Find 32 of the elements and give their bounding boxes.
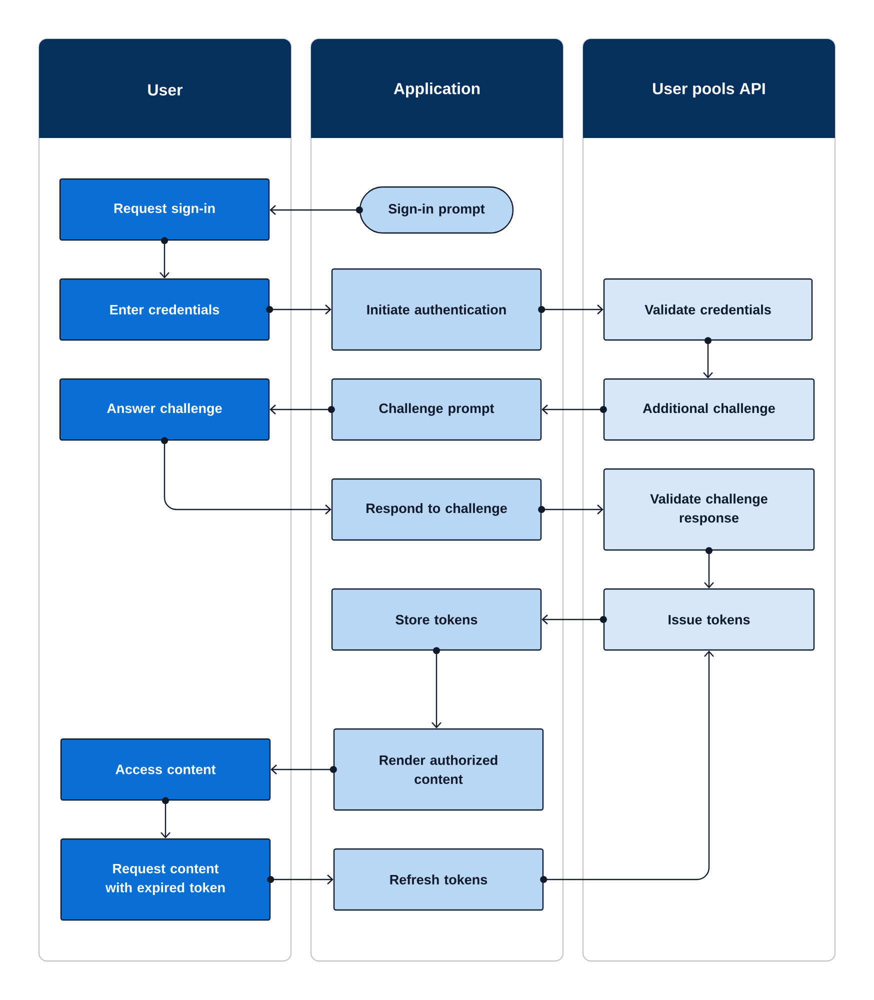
process-box: Respond to challenge [331, 478, 542, 541]
arrow [267, 874, 334, 884]
process-box: Request content with expired token [60, 838, 271, 921]
arrow [538, 504, 604, 514]
process-box: Answer challenge [59, 378, 270, 441]
arrow [704, 547, 714, 588]
arrow [160, 797, 170, 838]
arrow [266, 304, 332, 314]
process-box: Request sign-in [59, 178, 270, 241]
process-box: Refresh tokens [333, 848, 544, 911]
process-box: Initiate authentication [331, 268, 542, 351]
arrow [160, 237, 170, 278]
arrow [161, 437, 332, 514]
process-box: Additional challenge [603, 378, 815, 441]
process-box: Access content [60, 738, 271, 801]
arrow [270, 764, 337, 774]
arrow [540, 650, 714, 883]
process-box: Store tokens [331, 588, 542, 651]
arrow [538, 304, 604, 314]
arrow [270, 404, 335, 414]
arrow [703, 337, 713, 378]
terminal-pill: Sign-in prompt [359, 186, 514, 234]
process-box: Challenge prompt [331, 378, 542, 441]
process-box: Issue tokens [603, 588, 815, 651]
process-box: Render authorized content [333, 728, 544, 811]
arrow [270, 205, 363, 215]
process-box: Validate credentials [603, 278, 813, 341]
arrow [542, 614, 607, 624]
arrow [542, 404, 607, 414]
process-box: Validate challenge response [603, 468, 815, 551]
arrow [432, 647, 442, 728]
process-box: Enter credentials [59, 278, 270, 341]
